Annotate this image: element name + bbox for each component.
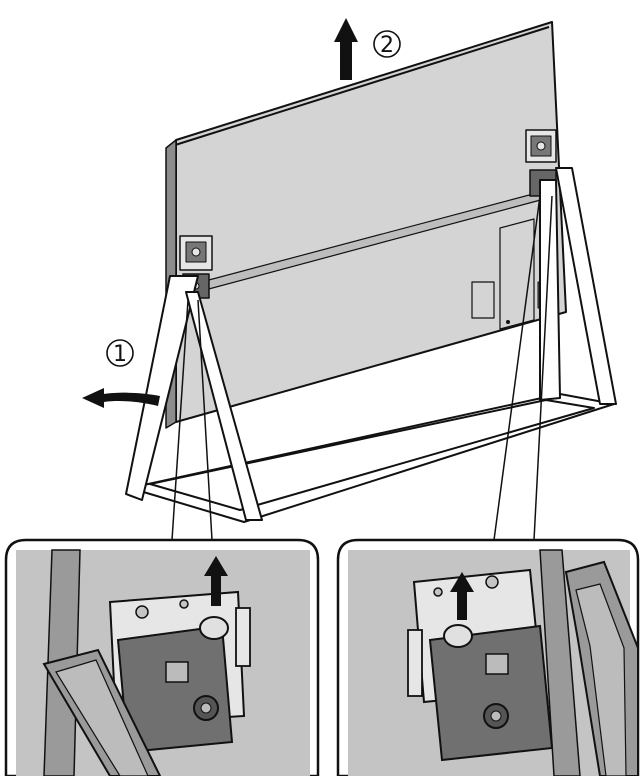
step2-number: 2 [380, 33, 394, 58]
mount-bracket-left [180, 236, 212, 270]
main-illustration: 2 1 [82, 18, 616, 540]
detail-panel-right [338, 540, 638, 776]
detail-right-pin-knob [444, 625, 472, 647]
tv-panel [176, 22, 566, 422]
step1-label: 1 [107, 340, 133, 367]
detail-right-mount-block [430, 626, 552, 760]
mount-bracket-right [526, 130, 556, 162]
step2-arrow-up-icon [334, 18, 358, 80]
step1-number: 1 [113, 342, 127, 367]
stand-base-inner [150, 400, 594, 510]
detail-panel-left [6, 540, 318, 776]
detail-left-pin-knob [200, 617, 228, 639]
step2-label: 2 [374, 31, 400, 58]
